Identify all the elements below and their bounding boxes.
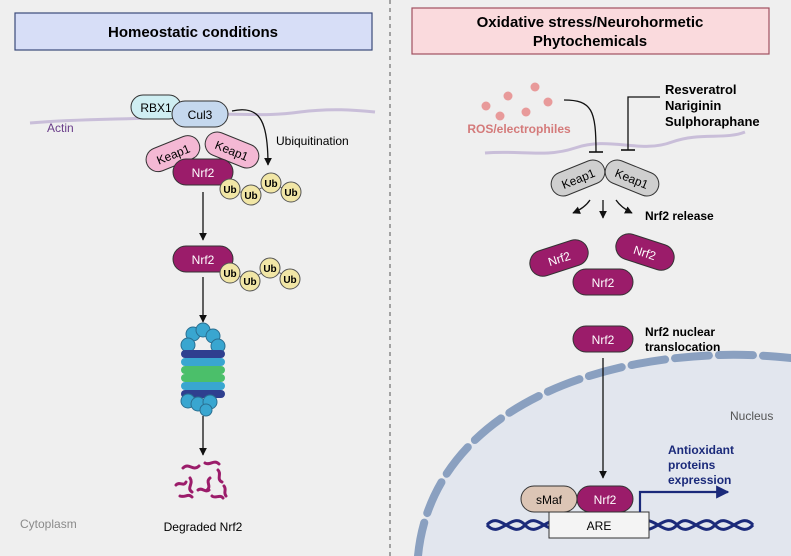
translocation-label-line2: translocation (645, 340, 720, 354)
proteasome-icon (180, 322, 226, 417)
ros-label: ROS/electrophiles (467, 122, 571, 136)
nrf2-released-center-label: Nrf2 (592, 276, 615, 290)
nrf2-bound-label: Nrf2 (192, 166, 215, 180)
release-arrow-left (572, 199, 591, 214)
ub-label: Ub (223, 185, 236, 196)
actin-label: Actin (47, 121, 74, 135)
keap1-grey-right-protein: Keap1 (604, 159, 660, 197)
right-title-box: Oxidative stress/Neurohormetic Phytochem… (411, 7, 770, 55)
ub-label: Ub (223, 269, 236, 280)
smaf-label: sMaf (536, 493, 563, 507)
ubiquitination-label: Ubiquitination (276, 134, 349, 148)
nrf2-released-right-label: Nrf2 (632, 243, 658, 263)
degraded-nrf2-fragments (174, 460, 228, 500)
ub-chain-2: Ub Ub Ub Ub (219, 257, 301, 292)
ub-label: Ub (244, 191, 257, 202)
nrf2-translocating-label: Nrf2 (592, 333, 615, 347)
phyto-sulphoraphane: Sulphoraphane (665, 114, 760, 129)
smaf-protein: sMaf (520, 485, 578, 513)
left-title-box: Homeostatic conditions (14, 12, 373, 51)
nuclear-envelope (414, 350, 791, 556)
degraded-label: Degraded Nrf2 (164, 520, 243, 534)
nrf2-bound-protein: Nrf2 (172, 158, 234, 186)
ub-label: Ub (264, 179, 277, 190)
rbx1-protein: RBX1 (130, 94, 182, 120)
actin-filament-right (484, 130, 746, 155)
are-element: ARE (548, 511, 650, 539)
antioxidant-line3: expression (668, 473, 731, 487)
are-label: ARE (587, 519, 612, 533)
antioxidant-line2: proteins (668, 458, 716, 472)
antioxidant-line1: Antioxidant (668, 443, 734, 457)
ub-chain-1: Ub Ub Ub Ub (219, 172, 302, 206)
cul3-protein: Cul3 (171, 100, 229, 128)
cytoplasm-label: Cytoplasm (20, 517, 77, 531)
ub-label: Ub (243, 277, 256, 288)
right-title-line2: Phytochemicals (533, 33, 647, 50)
release-arrow-right (615, 199, 633, 214)
nucleus-label: Nucleus (730, 409, 773, 423)
nrf2-bound-are-protein: Nrf2 (576, 485, 634, 513)
nrf2-released-right: Nrf2 (615, 233, 675, 271)
nrf2-ubiquitinated-label: Nrf2 (192, 253, 215, 267)
nrf2-bound-are-label: Nrf2 (594, 493, 617, 507)
phyto-resveratrol: Resveratrol (665, 82, 737, 97)
right-title-line1: Oxidative stress/Neurohormetic (477, 14, 704, 31)
nrf2-ubiquitinated-protein: Nrf2 (172, 245, 234, 273)
nucleus-region (418, 354, 791, 556)
translocation-label-line1: Nrf2 nuclear (645, 325, 715, 339)
ub-label: Ub (263, 264, 276, 275)
rbx1-label: RBX1 (140, 101, 172, 115)
nrf2-translocating-protein: Nrf2 (572, 325, 634, 353)
nrf2-released-center: Nrf2 (572, 268, 634, 296)
nrf2-released-left: Nrf2 (529, 239, 589, 277)
phyto-inhibition-line (627, 96, 660, 150)
ub-label: Ub (283, 275, 296, 286)
keap1-grey-left-protein: Keap1 (550, 159, 606, 197)
ubiquitination-arrow (231, 109, 272, 166)
cul3-label: Cul3 (188, 108, 213, 122)
ros-inhibition-line (563, 99, 597, 153)
transcription-arrow (638, 485, 730, 512)
ros-dots (481, 82, 553, 121)
nrf2-released-left-label: Nrf2 (546, 249, 572, 269)
release-label: Nrf2 release (645, 209, 714, 223)
ub-label: Ub (284, 188, 297, 199)
left-title: Homeostatic conditions (108, 24, 278, 41)
phyto-nariginin: Nariginin (665, 98, 721, 113)
